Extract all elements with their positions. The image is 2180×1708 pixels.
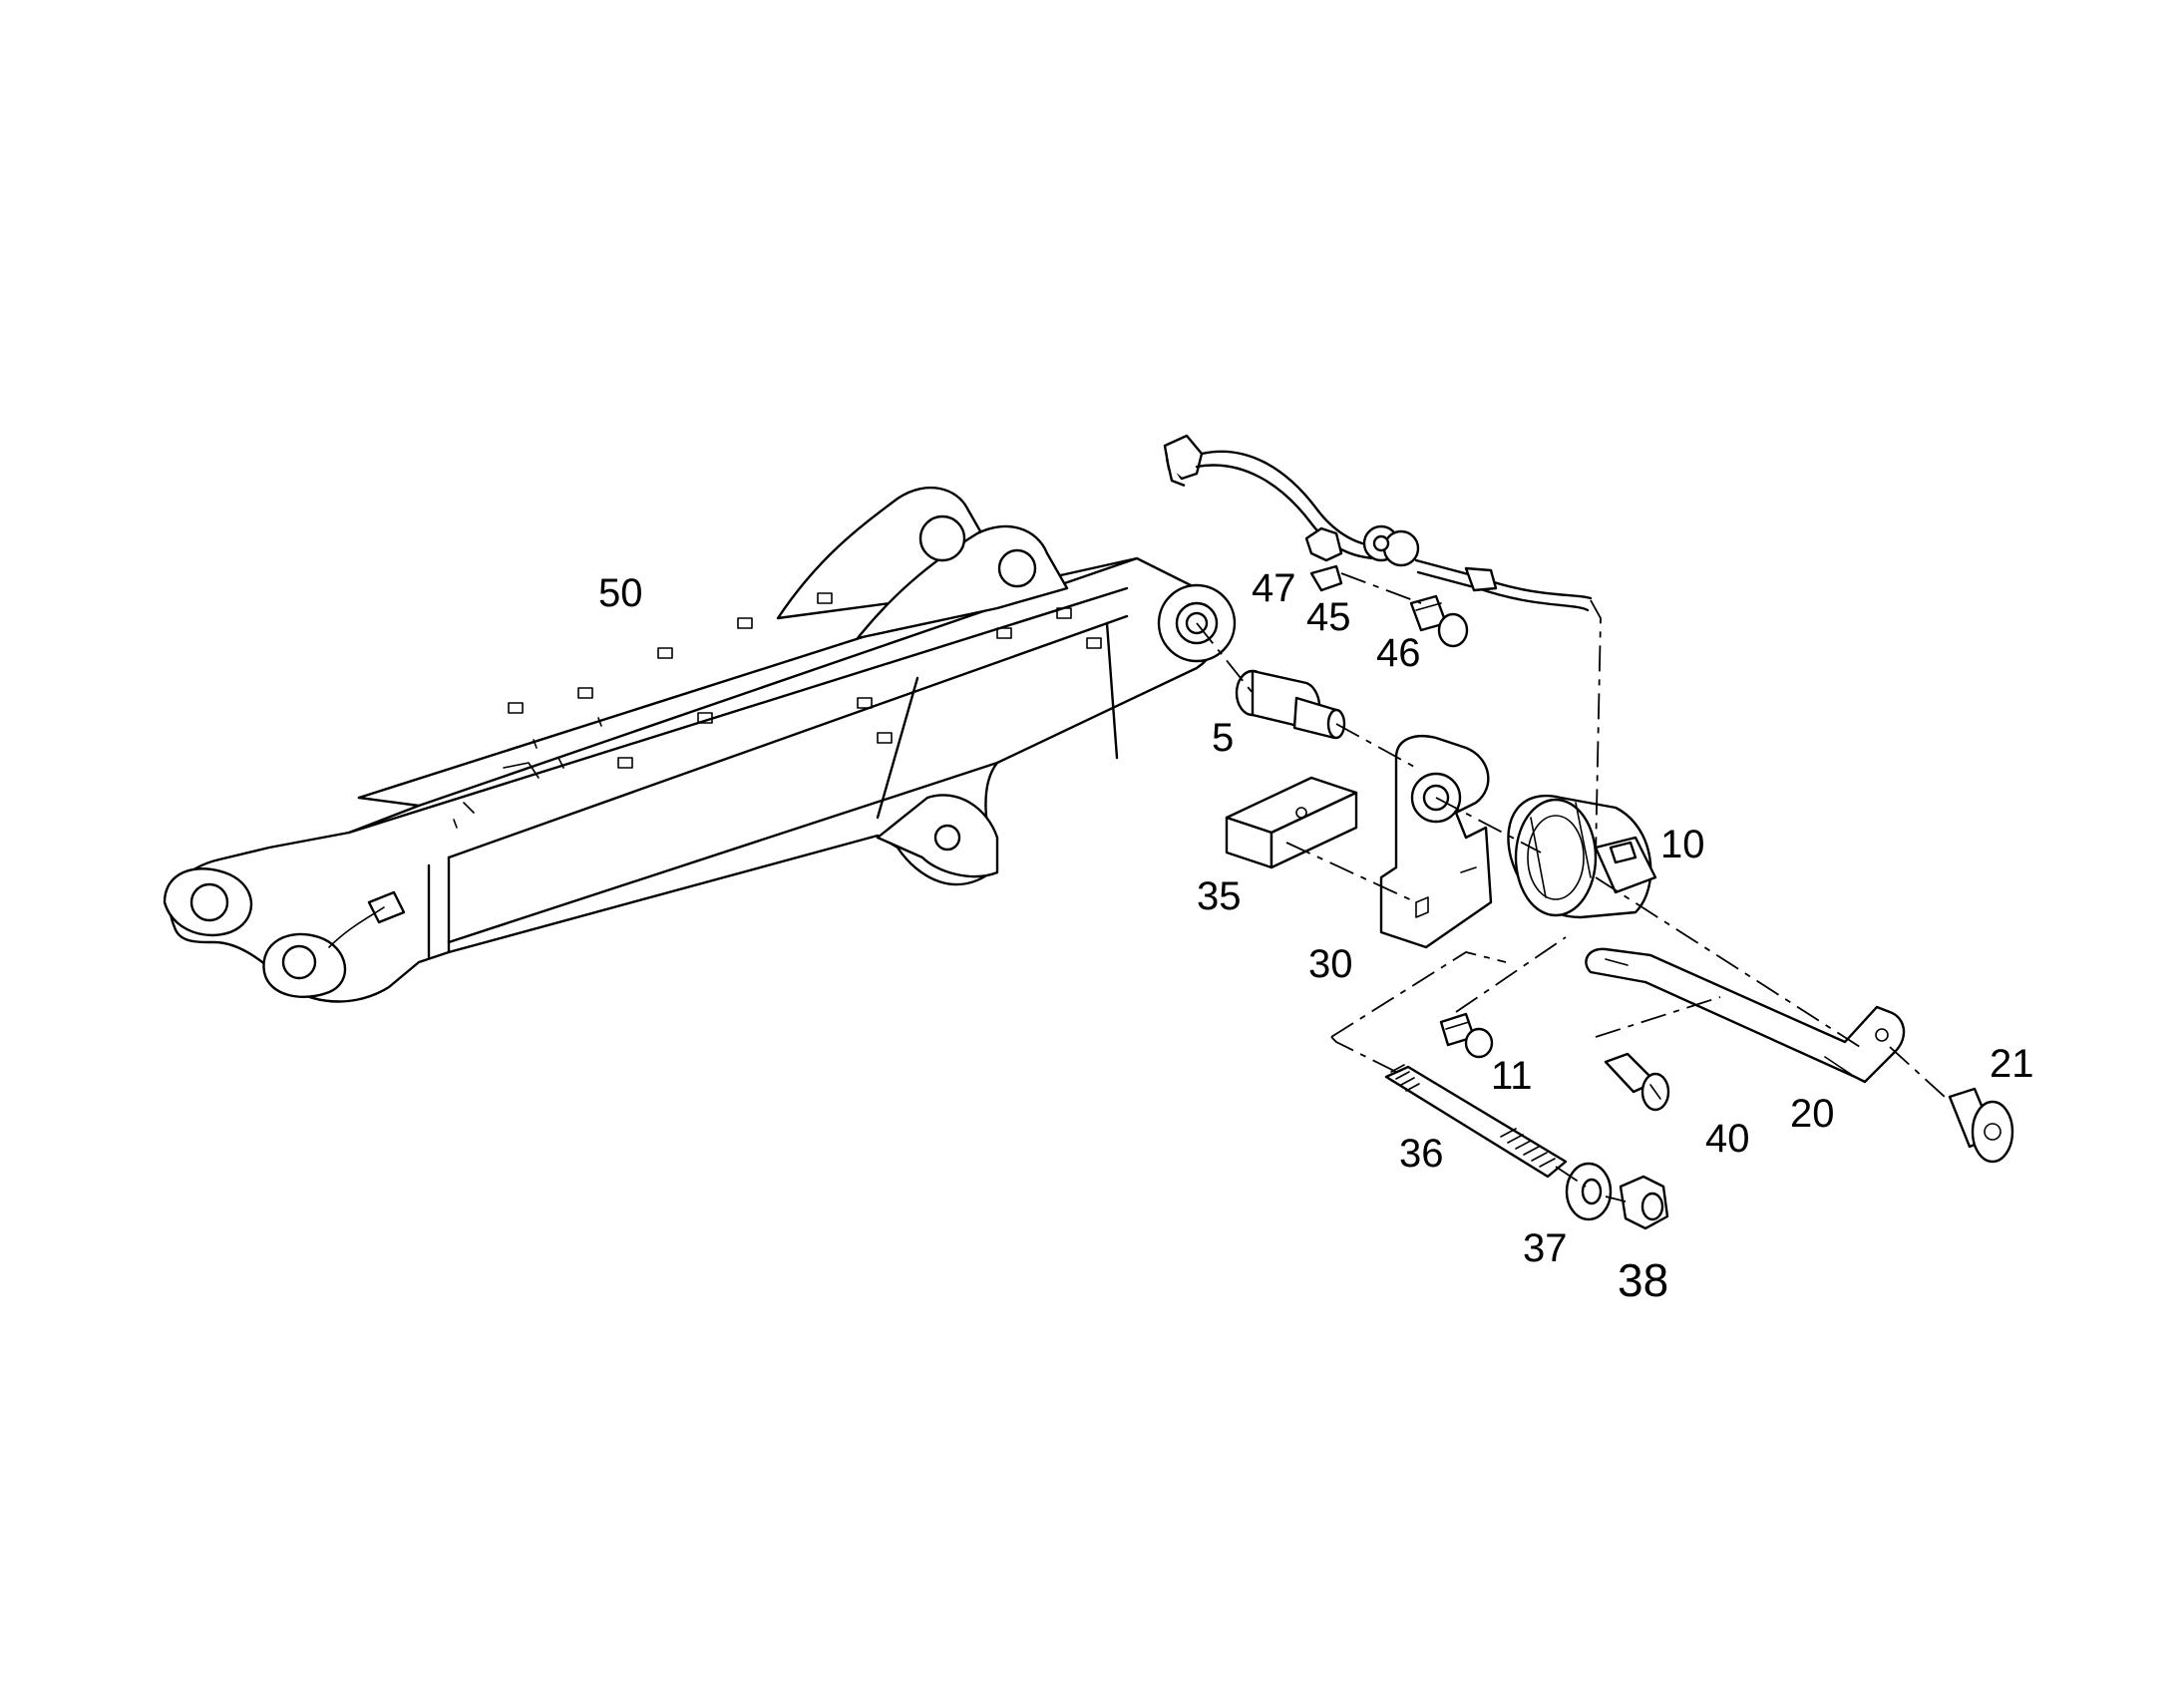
clamp-part-45[interactable]: [1309, 524, 1420, 592]
washer-part-37[interactable]: [1565, 1162, 1613, 1221]
pin-part-5[interactable]: [1235, 669, 1346, 740]
callout-30: 30: [1308, 942, 1353, 986]
callout-20: 20: [1790, 1092, 1835, 1136]
callout-21: 21: [1990, 1042, 2034, 1086]
callout-38: 38: [1618, 1254, 1668, 1306]
callout-11: 11: [1491, 1054, 1533, 1098]
sensor-housing-part-10[interactable]: [1507, 795, 1657, 919]
callout-50: 50: [598, 571, 643, 615]
sensor-cable-harness[interactable]: [1163, 434, 1593, 612]
callout-36: 36: [1399, 1132, 1444, 1176]
callout-10: 10: [1660, 823, 1705, 866]
callout-40: 40: [1705, 1117, 1750, 1161]
nut-part-38[interactable]: [1619, 1175, 1669, 1230]
block-part-35[interactable]: [1225, 776, 1358, 869]
screw-part-21[interactable]: [1948, 1087, 2014, 1164]
assembly-centerlines: [1196, 572, 1946, 1202]
boom-arm-part-50[interactable]: [163, 486, 1237, 1003]
bracket-plate-part-30[interactable]: [1379, 735, 1493, 949]
callout-47: 47: [1252, 566, 1296, 610]
nut-part-47[interactable]: [1304, 526, 1343, 562]
stud-part-36[interactable]: [1384, 1064, 1568, 1179]
callout-labels: 50 47 45 46 5 10 35 30 11 36 37 38 40 20…: [598, 566, 2034, 1306]
callout-45: 45: [1306, 595, 1351, 639]
bolt-part-46[interactable]: [1409, 594, 1469, 648]
callout-35: 35: [1197, 874, 1242, 918]
bolt-part-40[interactable]: [1604, 1052, 1670, 1112]
callout-5: 5: [1212, 716, 1234, 760]
callout-46: 46: [1376, 631, 1421, 675]
screw-part-11[interactable]: [1439, 1012, 1494, 1059]
callout-37: 37: [1523, 1226, 1568, 1270]
